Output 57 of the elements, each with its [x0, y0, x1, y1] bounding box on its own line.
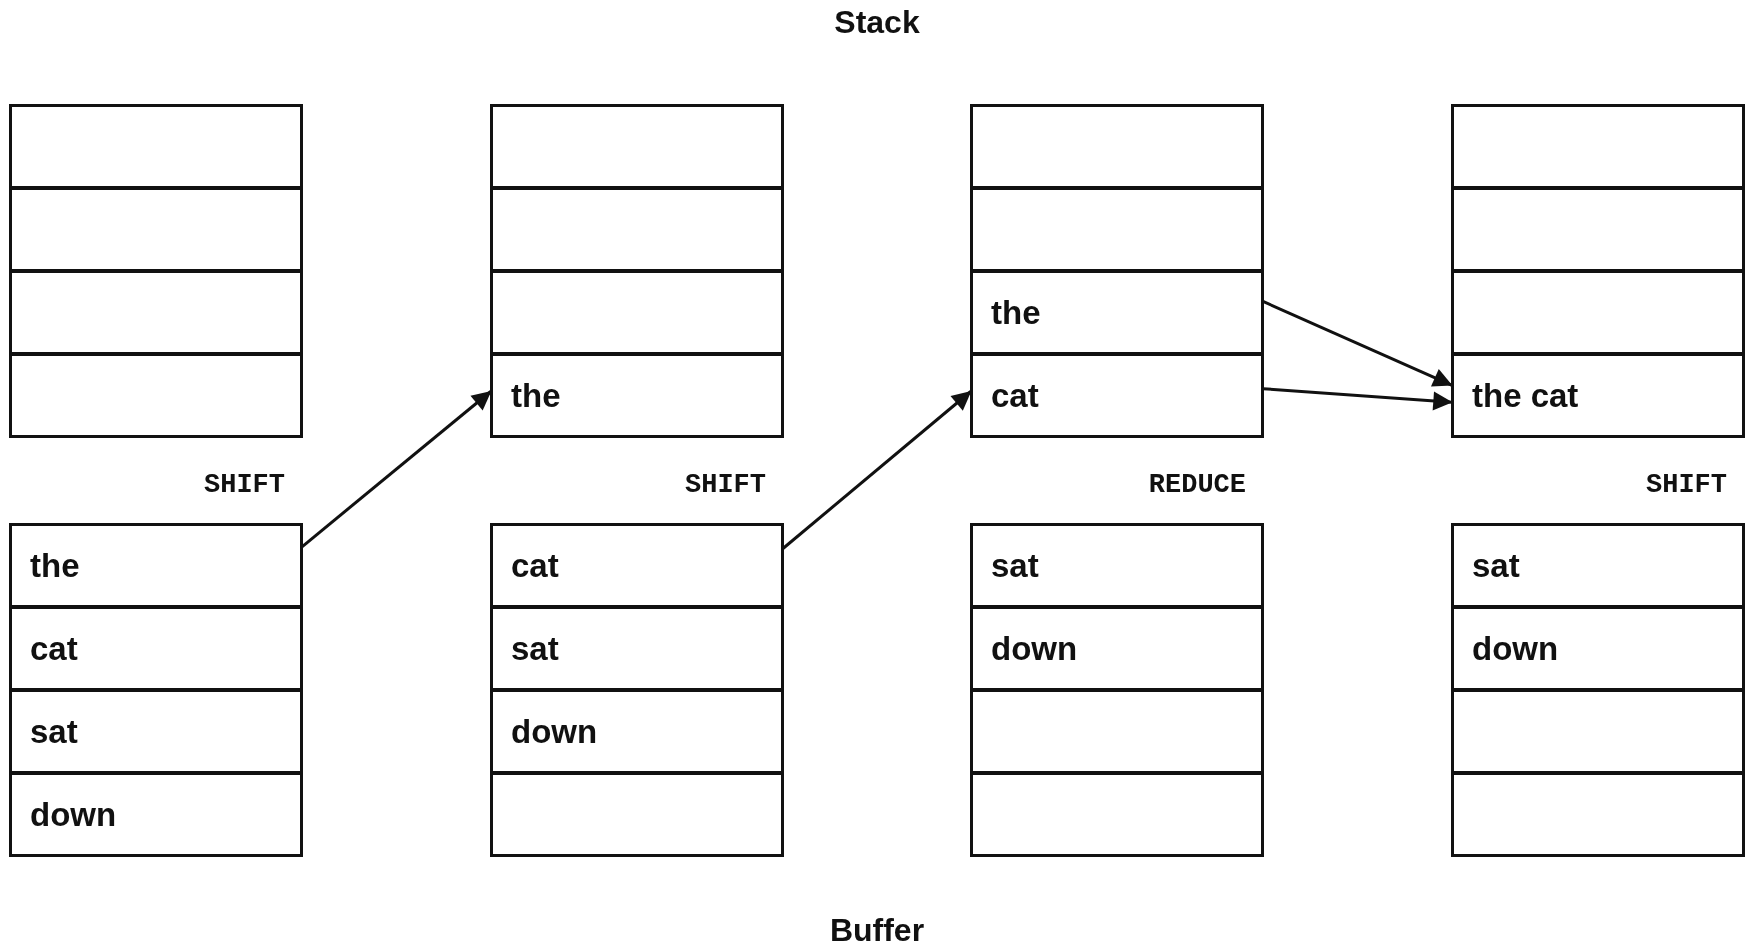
- word-text: sat: [30, 712, 78, 751]
- stack-cell: [970, 187, 1264, 272]
- word-text: cat: [30, 629, 78, 668]
- buffer-cell: [1451, 523, 1745, 608]
- stack-cell: [490, 104, 784, 189]
- word-text: the cat: [1472, 376, 1579, 415]
- stack-cell: [490, 270, 784, 355]
- word-text: the: [30, 546, 80, 585]
- word-text: down: [511, 712, 598, 751]
- word-text: sat: [1472, 546, 1520, 585]
- stack-heading: Stack: [834, 4, 920, 41]
- stack-cell: [9, 353, 303, 438]
- word-text: down: [991, 629, 1078, 668]
- buffer-heading: Buffer: [829, 912, 925, 949]
- buffer-cell: [9, 606, 303, 691]
- buffer-cell: [1451, 772, 1745, 857]
- stack-cell: [1451, 187, 1745, 272]
- buffer-cell: [490, 689, 784, 774]
- word-text: sat: [991, 546, 1039, 585]
- buffer-cell: [1451, 689, 1745, 774]
- arrow: [1262, 387, 1453, 411]
- word-text: cat: [511, 546, 559, 585]
- stack-cell: [9, 187, 303, 272]
- arrow: [301, 390, 492, 548]
- buffer-cell: [970, 606, 1264, 691]
- arrow: [782, 390, 972, 550]
- word-text: the: [511, 376, 561, 415]
- buffer-cell: [490, 772, 784, 857]
- stack-cell: [9, 104, 303, 189]
- stack-cell: [1451, 104, 1745, 189]
- stack-cell: [970, 270, 1264, 355]
- word-text: cat: [991, 376, 1039, 415]
- word-text: the: [991, 293, 1041, 332]
- buffer-cell: [970, 689, 1264, 774]
- buffer-cell: [490, 523, 784, 608]
- stack-cell: [1451, 353, 1745, 438]
- stack-cell: [490, 187, 784, 272]
- stack-cell: [970, 104, 1264, 189]
- buffer-cell: [9, 772, 303, 857]
- action-label: SHIFT: [1646, 470, 1727, 500]
- word-text: down: [30, 795, 117, 834]
- stack-cell: [970, 353, 1264, 438]
- buffer-cell: [1451, 606, 1745, 691]
- buffer-cell: [9, 523, 303, 608]
- buffer-cell: [490, 606, 784, 691]
- buffer-cell: [970, 772, 1264, 857]
- word-text: sat: [511, 629, 559, 668]
- buffer-cell: [9, 689, 303, 774]
- arrow: [1262, 300, 1453, 387]
- stack-cell: [9, 270, 303, 355]
- stack-cell: [490, 353, 784, 438]
- buffer-cell: [970, 523, 1264, 608]
- stack-cell: [1451, 270, 1745, 355]
- action-label: SHIFT: [204, 470, 285, 500]
- word-text: down: [1472, 629, 1559, 668]
- action-label: REDUCE: [1148, 470, 1246, 500]
- action-label: SHIFT: [685, 470, 766, 500]
